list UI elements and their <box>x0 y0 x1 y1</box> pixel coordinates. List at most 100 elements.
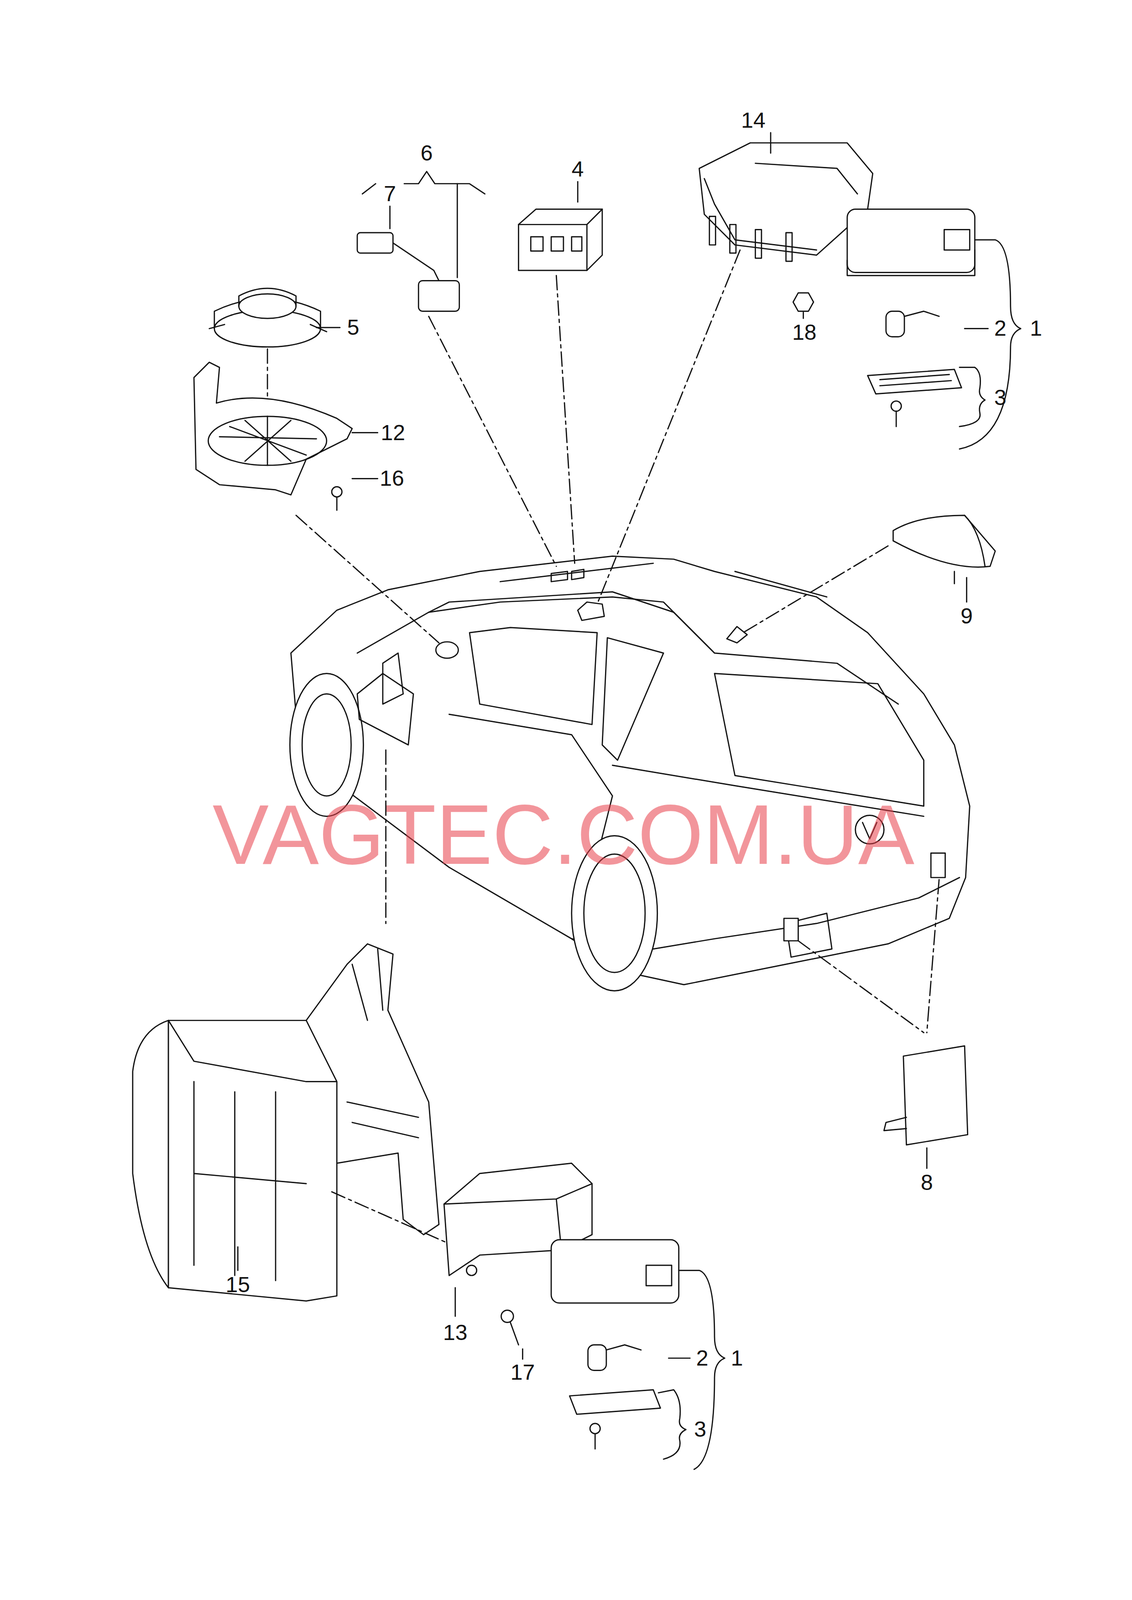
control-unit-group-top-part <box>704 163 858 251</box>
callout-number: 2 <box>696 1347 709 1370</box>
callout-number: 3 <box>994 386 1007 409</box>
a-pillar-trim <box>357 673 414 746</box>
control-unit-group-top-part <box>886 311 905 337</box>
car-body-part <box>930 853 945 878</box>
car-body-part <box>357 597 899 705</box>
leader-lines-part <box>926 879 939 1033</box>
leader-lines-part <box>597 250 741 605</box>
car-body-part <box>500 563 827 598</box>
callout-number: 5 <box>347 316 360 339</box>
control-unit-group-lower-part <box>606 1345 642 1351</box>
control-unit-group-top-part <box>867 369 962 395</box>
roof-antenna-9 <box>893 515 996 603</box>
control-unit-group-top-part <box>792 292 814 312</box>
bracket-15-part <box>237 1247 239 1271</box>
speaker-5-bracket-12-part <box>209 324 327 332</box>
sensor-6-part <box>418 280 460 312</box>
control-unit-group-lower-part <box>589 1424 600 1435</box>
callout-number: 1 <box>730 1347 744 1370</box>
bracket-15-part <box>193 1081 307 1281</box>
callout-number: 8 <box>920 1172 934 1195</box>
bracket-15-part <box>168 944 439 1302</box>
leader-lines <box>296 250 939 1244</box>
control-unit-group-lower-part <box>678 1270 726 1470</box>
control-unit-group-lower-part <box>521 1349 524 1360</box>
control-unit-group-lower-part <box>588 1345 607 1372</box>
module-4-part <box>530 236 543 251</box>
control-unit-group-top <box>699 132 1021 450</box>
control-unit-group-lower-part <box>454 1288 456 1317</box>
bracket-15-part <box>352 949 383 1022</box>
leader-lines-part <box>428 316 557 567</box>
control-unit-group-lower-part <box>569 1390 661 1415</box>
callout-number: 6 <box>420 142 433 165</box>
control-unit-group-lower-part <box>466 1265 477 1276</box>
car-body-part <box>382 653 404 705</box>
callout-number: 7 <box>383 182 397 205</box>
speaker-5-bracket-12-part <box>238 293 296 319</box>
control-unit-group-top-part <box>847 250 976 276</box>
sensor-6-part <box>392 243 439 282</box>
roof-antenna-9-part <box>954 571 967 603</box>
car-body-part <box>783 918 799 942</box>
car-body-part <box>435 641 459 659</box>
sensor-6-part <box>362 171 485 194</box>
callout-number: 17 <box>510 1361 535 1384</box>
control-unit-group-lower-part <box>510 1322 519 1346</box>
leader-lines-part <box>798 941 924 1033</box>
control-unit-group-lower-part <box>668 1357 690 1360</box>
module-4-part <box>571 236 582 251</box>
sensor-6-part <box>389 206 391 229</box>
speaker-5-bracket-12-part <box>336 497 338 511</box>
speaker-5-bracket-12-part <box>331 486 342 497</box>
control-unit-group-lower-part <box>500 1310 514 1324</box>
bracket-15-part <box>347 1102 419 1138</box>
control-unit-group-lower-part <box>551 1240 679 1304</box>
control-unit-group-lower-part <box>646 1265 672 1287</box>
speaker-5-bracket-12 <box>193 288 378 511</box>
speaker-5-bracket-12-part <box>238 288 296 307</box>
control-unit-group-lower-part <box>594 1434 596 1450</box>
speaker-5-bracket-12-part <box>266 349 269 405</box>
watermark: VAGTEC.COM.UA <box>212 792 915 877</box>
control-unit-group-top-part <box>959 239 1021 450</box>
sensor-6 <box>357 171 486 312</box>
callout-number: 1 <box>1029 317 1043 340</box>
car-body-part <box>577 602 605 621</box>
control-unit-group-top-part <box>730 224 736 254</box>
control-unit-group-top-part <box>755 229 762 259</box>
sensor-6-part <box>357 232 393 254</box>
callout-number: 9 <box>960 605 973 628</box>
callout-number: 13 <box>443 1322 468 1345</box>
roof-antenna-9-part <box>893 515 996 568</box>
sensor-8-part <box>903 1046 968 1146</box>
control-unit-group-top-part <box>959 367 986 427</box>
speaker-5-bracket-12-part <box>219 416 317 466</box>
car-body-part <box>714 673 924 807</box>
car-body-part <box>302 693 351 797</box>
leader-lines-part <box>296 515 439 644</box>
callout-number: 15 <box>225 1274 251 1297</box>
control-unit-group-top-part <box>770 132 989 329</box>
leader-lines-part <box>743 546 889 633</box>
control-unit-group-top-part <box>944 229 970 251</box>
speaker-5-bracket-12-part <box>352 432 378 480</box>
control-unit-group-top-part <box>709 216 716 246</box>
module-4-part <box>577 181 579 203</box>
module-4-part <box>518 209 602 271</box>
leader-lines-part <box>556 275 575 564</box>
module-4-part <box>518 209 602 271</box>
car-body-part <box>602 637 664 761</box>
control-unit-group-top-part <box>847 209 976 273</box>
control-unit-group-top-part <box>786 232 793 262</box>
callout-number: 2 <box>994 317 1007 340</box>
control-unit-group-lower-part <box>658 1390 686 1460</box>
callout-number: 18 <box>792 321 817 344</box>
callout-number: 4 <box>571 158 585 181</box>
control-unit-group-top-part <box>904 311 939 317</box>
car-body-part <box>551 571 568 582</box>
callout-number: 16 <box>379 467 404 490</box>
bracket-15-part <box>132 1020 169 1289</box>
callout-number: 3 <box>693 1418 707 1441</box>
